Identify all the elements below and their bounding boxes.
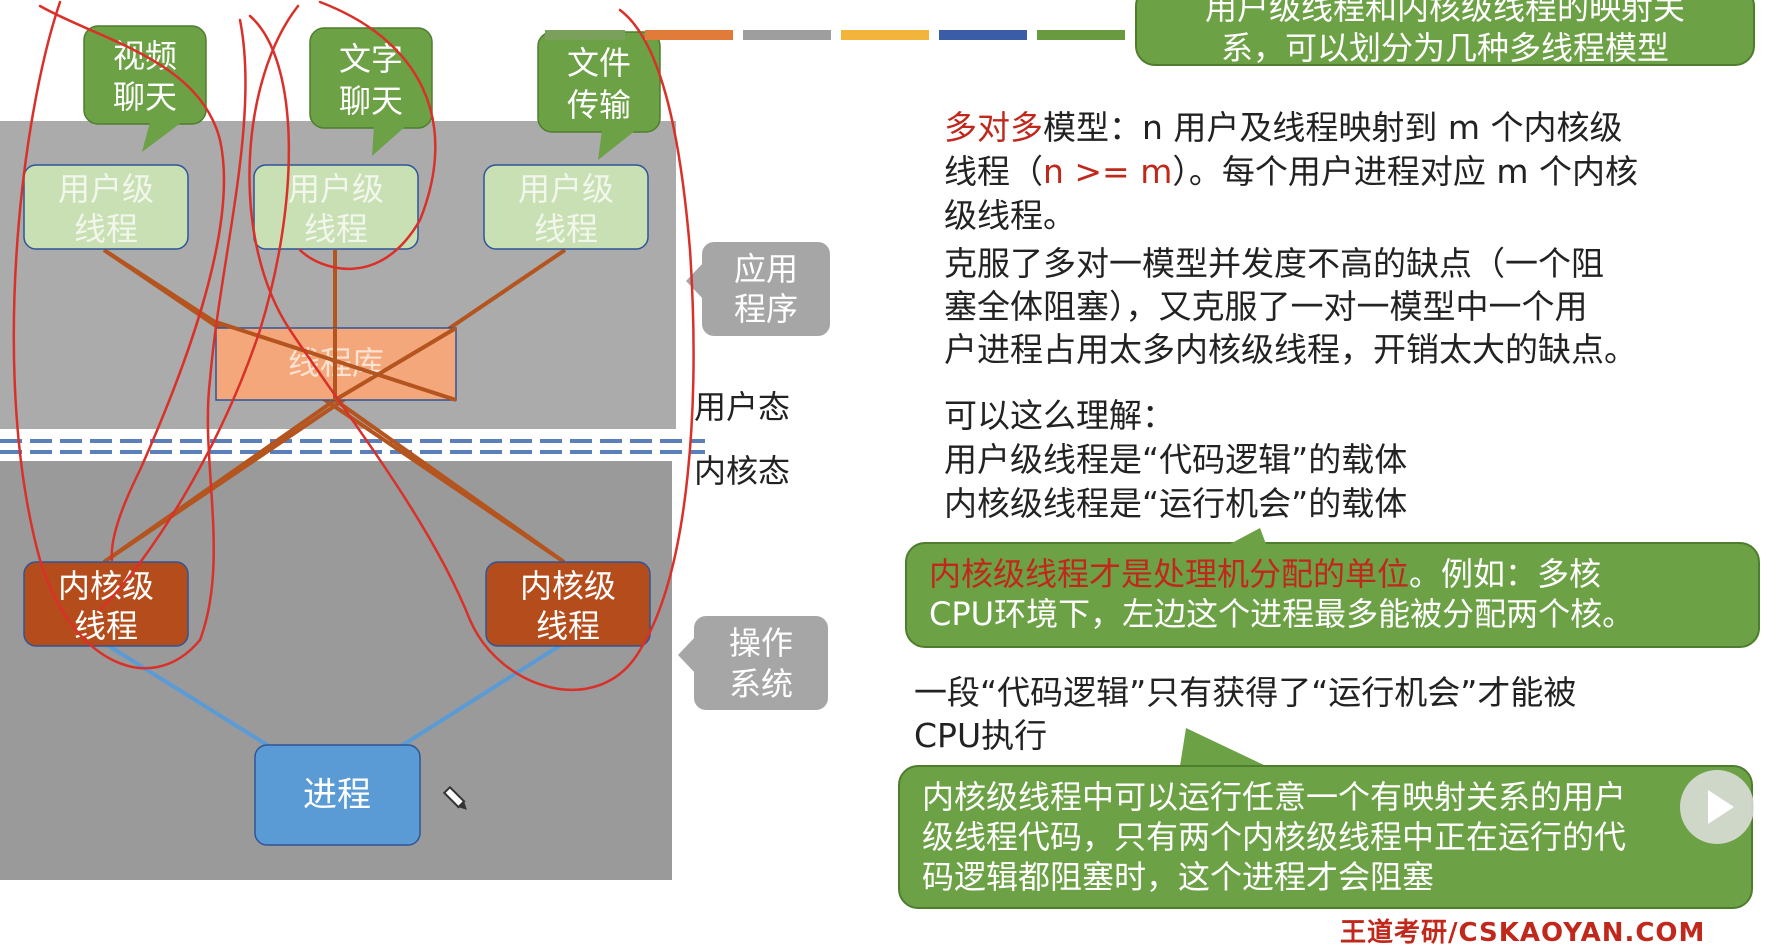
user-thread-2: 用户级 线程 (253, 164, 419, 250)
cpu-callout-line2: CPU环境下，左边这个进程最多能被分配两个核。 (929, 595, 1635, 633)
top-color-bar (545, 30, 1125, 42)
svg-text:文件: 文件 (567, 44, 631, 82)
svg-text:操作: 操作 (729, 624, 793, 662)
svg-text:线程: 线程 (534, 210, 598, 248)
app-bubble-file-transfer: 文件 传输 (537, 31, 661, 160)
play-icon (1708, 790, 1734, 824)
block-callout-tail (1180, 728, 1266, 766)
top-callout-line2: 系，可以划分为几种多线程模型 (1220, 29, 1669, 66)
explanation-line-2: 线程（n >= m）。每个用户进程对应 m 个内核 (944, 152, 1638, 191)
cpu-callout-line1: 内核级线程才是处理机分配的单位。例如：多核 (929, 555, 1602, 593)
svg-text:线程: 线程 (304, 210, 368, 248)
kernel-mode-label: 内核态 (694, 452, 790, 490)
svg-text:进程: 进程 (303, 775, 371, 815)
svg-text:程序: 程序 (734, 290, 798, 328)
color-bar-segment-1 (545, 30, 625, 40)
block-callout-line1: 内核级线程中可以运行任意一个有映射关系的用户 (922, 778, 1627, 816)
play-button[interactable] (1680, 770, 1754, 844)
color-bar-segment-5 (939, 30, 1027, 40)
app-bubble-text-chat: 文字 聊天 (309, 27, 433, 156)
blocking-callout: 内核级线程中可以运行任意一个有映射关系的用户 级线程代码，只有两个内核级线程中正… (898, 765, 1753, 909)
red-annotation-loops (12, 0, 695, 692)
block-callout-line2: 级线程代码，只有两个内核级线程中正在运行的代 (922, 818, 1627, 856)
explanation-line-1: 多对多模型：n 用户及线程映射到 m 个内核级 (944, 108, 1623, 147)
understand-line-1: 用户级线程是“代码逻辑”的载体 (944, 440, 1408, 479)
cpu-allocation-callout: 内核级线程才是处理机分配的单位。例如：多核 CPU环境下，左边这个进程最多能被分… (905, 542, 1760, 648)
color-bar-segment-3 (743, 30, 831, 40)
color-bar-segment-4 (841, 30, 929, 40)
mapping-condition: n >= m (1043, 152, 1173, 191)
model-name: 多对多 (944, 108, 1043, 147)
svg-text:聊天: 聊天 (339, 82, 403, 120)
footer-watermark: 王道考研/CSKAOYAN.COM (1340, 918, 1706, 948)
svg-text:聊天: 聊天 (113, 78, 177, 116)
svg-text:应用: 应用 (734, 250, 798, 288)
explanation-line-4: 克服了多对一模型并发度不高的缺点（一个阻 (944, 244, 1604, 283)
app-bubble-video-chat: 视频 聊天 (83, 25, 207, 152)
side-label-application: 应用 程序 (686, 242, 830, 336)
svg-text:用户级: 用户级 (58, 170, 154, 208)
user-mode-label: 用户态 (694, 388, 790, 426)
side-label-os: 操作 系统 (678, 616, 828, 710)
explanation-line-6: 户进程占用太多内核级线程，开销太大的缺点。 (944, 330, 1637, 369)
color-bar-segment-6 (1037, 30, 1125, 40)
process-box: 进程 (254, 744, 421, 846)
explanation-line-3: 级线程。 (944, 196, 1076, 235)
explanation-line-5: 塞全体阻塞），又克服了一对一模型中一个用 (944, 287, 1588, 326)
svg-text:系统: 系统 (729, 665, 793, 703)
svg-text:传输: 传输 (567, 86, 631, 124)
svg-text:线程: 线程 (536, 607, 600, 645)
svg-text:用户级: 用户级 (288, 170, 384, 208)
svg-text:内核级: 内核级 (520, 567, 616, 605)
svg-text:用户级: 用户级 (518, 170, 614, 208)
block-callout-line3: 码逻辑都阻塞时，这个进程才会阻塞 (922, 858, 1435, 896)
user-thread-1: 用户级 线程 (23, 164, 189, 250)
top-callout: 用户级线程和内核级线程的映射关 系，可以划分为几种多线程模型 (1135, 0, 1755, 66)
exec-text-line-1: 一段“代码逻辑”只有获得了“运行机会”才能被 (914, 673, 1577, 712)
svg-text:内核级: 内核级 (58, 567, 154, 605)
understand-line-2: 内核级线程是“运行机会”的载体 (944, 484, 1408, 523)
color-bar-segment-2 (645, 30, 733, 40)
cpu-callout-tail (1230, 528, 1266, 544)
understand-title: 可以这么理解： (944, 396, 1175, 435)
user-thread-3: 用户级 线程 (483, 164, 649, 250)
svg-text:线程: 线程 (74, 210, 138, 248)
exec-text-line-2: CPU执行 (914, 716, 1048, 755)
top-callout-line1: 用户级线程和内核级线程的映射关 (1204, 0, 1685, 27)
kernel-thread-2: 内核级 线程 (485, 561, 651, 647)
multithread-diagram: 线程库 用户级 线程 用户级 线程 用户级 线程 视频 聊天 文字 聊天 (0, 0, 830, 880)
process-links (102, 641, 566, 750)
